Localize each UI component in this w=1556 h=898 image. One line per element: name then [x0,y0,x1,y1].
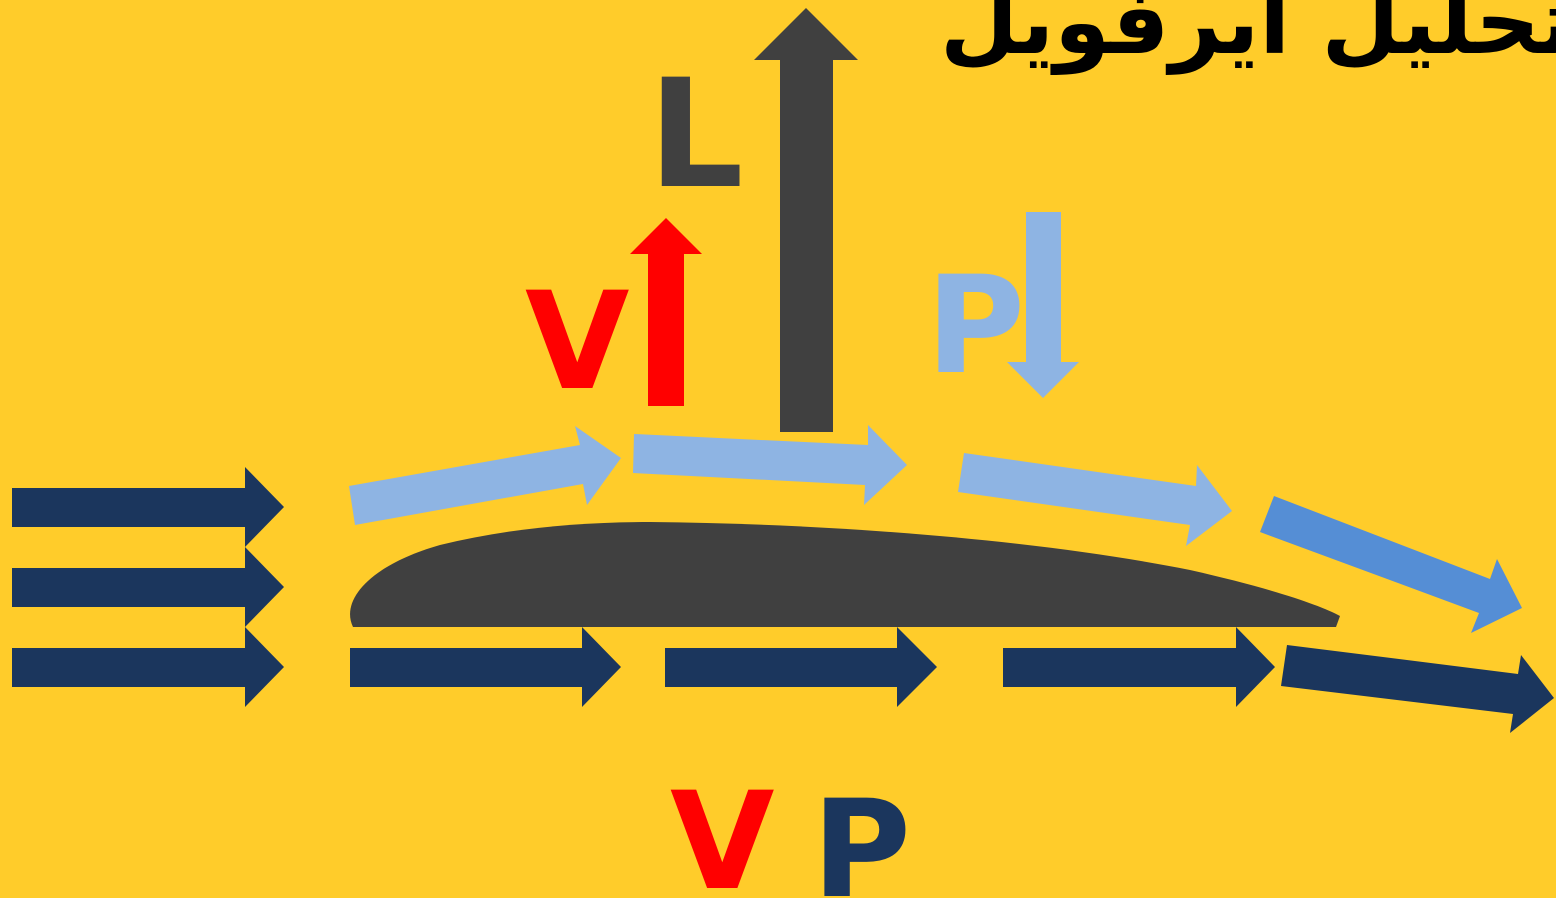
lower-flow-arrow-2 [665,627,937,707]
velocity-up-arrow [630,218,702,406]
lift-label: L [648,48,744,222]
upper-velocity-label: V [525,263,630,420]
upper-pressure-label: P [926,247,1025,404]
upper-flow-arrow-2 [633,425,907,505]
freestream-arrow-3 [12,627,284,707]
freestream-arrows [12,467,284,707]
freestream-arrow-2 [12,547,284,627]
trailing-flow-arrow [1260,496,1522,633]
freestream-arrow-1 [12,467,284,547]
lower-pressure-label: P [812,771,911,898]
lower-flow-arrow-1 [350,627,621,707]
lower-velocity-label: V [670,763,775,898]
upper-flow-arrows [349,425,1522,633]
lower-flow-arrow-3 [1003,627,1275,707]
upper-flow-arrow-1 [349,426,621,525]
lower-flow-arrow-4 [1281,645,1554,733]
pressure-down-arrow [1007,212,1079,398]
airfoil-shape [350,522,1340,627]
lift-arrow [754,8,858,432]
diagram-title: تحليل ايرفويل [940,0,1556,75]
lower-flow-arrows [350,627,1554,733]
upper-flow-arrow-3 [958,453,1232,546]
